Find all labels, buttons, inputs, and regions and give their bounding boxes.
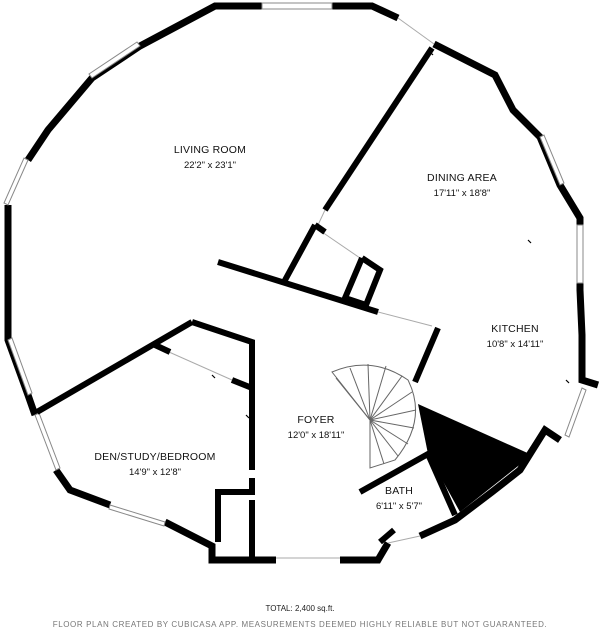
- window-east-mid: [576, 224, 584, 284]
- room-name-dining: DINING AREA: [427, 172, 497, 184]
- wall-kitchen-east: [525, 428, 548, 458]
- room-name-den: DEN/STUDY/BEDROOM: [94, 451, 215, 463]
- exterior-wall-northeast: [332, 2, 400, 22]
- room-dims-foyer: 12'0" x 18'11": [288, 430, 345, 441]
- room-name-kitchen: KITCHEN: [491, 323, 539, 335]
- window-north: [261, 2, 333, 10]
- disclaimer: FLOOR PLAN CREATED BY CUBICASA APP. MEAS…: [52, 620, 548, 629]
- wall-den-top: [35, 319, 194, 415]
- exterior-wall-southeast: [418, 425, 562, 540]
- wall-kitchen-stair: [412, 326, 441, 384]
- window-east-lower: [564, 387, 587, 438]
- stair-void: [418, 404, 532, 512]
- room-name-living: LIVING ROOM: [174, 144, 246, 156]
- room-dims-dining: 17'11" x 18'8": [434, 188, 491, 199]
- exterior-walls: [4, 2, 600, 564]
- room-dims-bath: 6'11" x 5'7": [376, 501, 422, 512]
- exterior-wall-south-left: [163, 518, 276, 564]
- wall-center-diagonal: [217, 259, 379, 315]
- exterior-wall-south-right: [340, 541, 392, 564]
- window-west-upper: [3, 157, 29, 206]
- wall-den-closet: [191, 319, 255, 470]
- exterior-wall-southwest: [53, 467, 112, 509]
- window-south: [108, 504, 166, 527]
- exterior-wall-east: [432, 40, 600, 389]
- spiral-staircase: [331, 363, 417, 469]
- room-dims-living: 22'2" x 23'1": [184, 160, 236, 171]
- room-dims-kitchen: 10'8" x 14'11": [487, 339, 544, 350]
- openings: [159, 17, 435, 559]
- interior-walls: [35, 46, 548, 560]
- windows: [3, 2, 587, 527]
- exterior-wall-north: [25, 2, 262, 162]
- window-west-lower: [7, 337, 33, 396]
- room-name-foyer: FOYER: [297, 414, 334, 426]
- room-labels: LIVING ROOM 22'2" x 23'1" DINING AREA 17…: [94, 144, 543, 512]
- window-southwest: [34, 412, 61, 471]
- wall-closet: [281, 223, 318, 284]
- exterior-wall-west: [4, 205, 39, 417]
- window-northwest: [88, 41, 141, 79]
- wall-den-closet-lower: [215, 478, 255, 542]
- room-name-bath: BATH: [385, 485, 413, 497]
- room-dims-den: 14'9" x 12'8": [129, 467, 181, 478]
- wall-living-dining: [322, 46, 435, 212]
- total-area: TOTAL: 2,400 sq.ft.: [265, 604, 335, 613]
- window-east-upper: [539, 134, 565, 186]
- door-markers: [211, 51, 570, 419]
